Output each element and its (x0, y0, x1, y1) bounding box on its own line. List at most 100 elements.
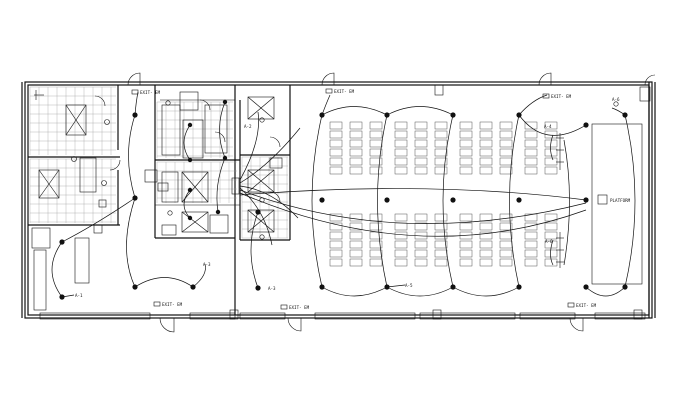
seat (499, 231, 513, 240)
seat (414, 121, 428, 130)
exit-sign-bottom-middle: EXIT- EM (280, 304, 310, 310)
platform-label: PLATFORM (610, 198, 631, 203)
seat (434, 121, 448, 130)
seat (414, 213, 428, 222)
seat (349, 240, 363, 249)
seat (479, 249, 493, 258)
seat (329, 222, 343, 231)
seat (329, 157, 343, 166)
seat (394, 258, 408, 267)
seat (544, 166, 558, 175)
circuit-label-a6: A-6 (612, 97, 620, 102)
tiled-floors (29, 86, 288, 239)
seat (329, 148, 343, 157)
seat (459, 157, 473, 166)
seat (524, 258, 538, 267)
exit-sign-bottom-right: EXIT- EM (567, 302, 597, 308)
seat (479, 121, 493, 130)
seat (524, 148, 538, 157)
exit-label: EXIT- EM (140, 90, 161, 95)
seat (499, 157, 513, 166)
seat (459, 222, 473, 231)
seat (524, 166, 538, 175)
seat (394, 130, 408, 139)
exit-signs: EXIT- EM EXIT- EM EXIT- EM EXIT- EM EXIT… (131, 88, 597, 310)
seat (349, 157, 363, 166)
exit-label: EXIT- EM (551, 94, 572, 99)
seat (414, 148, 428, 157)
seat (369, 157, 383, 166)
seat (369, 258, 383, 267)
seat (349, 121, 363, 130)
exit-label: EXIT- EM (576, 303, 597, 308)
seat (434, 130, 448, 139)
seat (369, 240, 383, 249)
light-fixtures (59, 99, 628, 300)
seat (329, 240, 343, 249)
seat (369, 166, 383, 175)
seat (499, 148, 513, 157)
seat (524, 213, 538, 222)
seat (459, 148, 473, 157)
restroom-fixtures (31, 91, 283, 311)
seat (434, 213, 448, 222)
seat (414, 139, 428, 148)
seat (434, 222, 448, 231)
circuit-label-a2: A-2 (244, 124, 252, 129)
circuit-label-a1: A-1 (75, 293, 83, 298)
interior-walls (28, 85, 291, 315)
seat (414, 249, 428, 258)
seat (369, 222, 383, 231)
seat (479, 148, 493, 157)
seat (434, 166, 448, 175)
seat (479, 240, 493, 249)
seat (459, 213, 473, 222)
seat (434, 148, 448, 157)
seat (479, 231, 493, 240)
seat (544, 231, 558, 240)
seat (524, 139, 538, 148)
seat (434, 240, 448, 249)
exit-label: EXIT- EM (334, 89, 355, 94)
exit-label: EXIT- EM (162, 302, 183, 307)
seat (544, 249, 558, 258)
seat (349, 148, 363, 157)
doors (94, 72, 656, 333)
seat (329, 139, 343, 148)
seat (479, 222, 493, 231)
seat (369, 249, 383, 258)
seat (349, 222, 363, 231)
seat (414, 157, 428, 166)
seat (394, 222, 408, 231)
seat (499, 166, 513, 175)
circuit-label-a5: A-5 (405, 283, 413, 288)
seat (414, 240, 428, 249)
seat (459, 240, 473, 249)
seat (499, 222, 513, 231)
seat (414, 166, 428, 175)
exit-label: EXIT- EM (289, 305, 310, 310)
seat (394, 157, 408, 166)
seat (414, 222, 428, 231)
seat (394, 166, 408, 175)
circuit-labels: A-1 A-3 A-3 A-5 A-2 A-4 A-6 A-6 (75, 97, 620, 298)
seat (434, 258, 448, 267)
seat (459, 258, 473, 267)
seat (459, 130, 473, 139)
seat (434, 231, 448, 240)
seat (329, 258, 343, 267)
seat (349, 213, 363, 222)
seat (459, 249, 473, 258)
seat (479, 139, 493, 148)
seat (499, 121, 513, 130)
seat (329, 130, 343, 139)
seat (524, 157, 538, 166)
platform: PLATFORM (591, 123, 643, 285)
seat (459, 166, 473, 175)
seat (524, 231, 538, 240)
seat (499, 130, 513, 139)
seat (499, 240, 513, 249)
seat (329, 249, 343, 258)
seat (479, 166, 493, 175)
